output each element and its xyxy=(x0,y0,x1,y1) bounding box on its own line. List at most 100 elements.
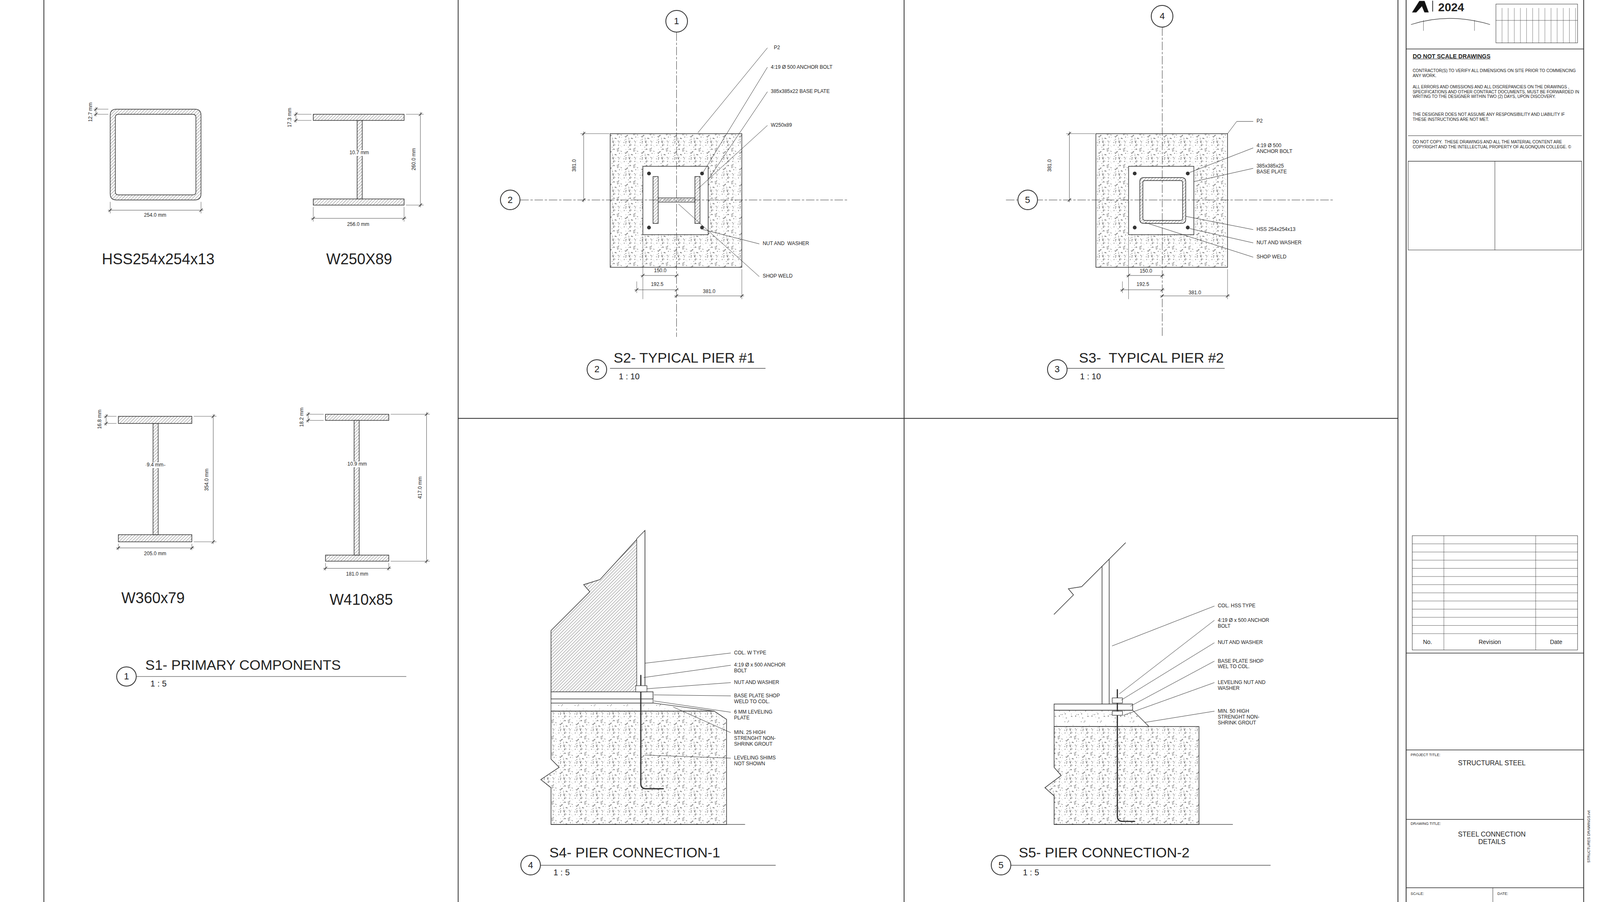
frame-line xyxy=(458,417,1399,419)
dimension-tick xyxy=(104,421,108,425)
logo-bridge xyxy=(1474,20,1475,31)
dimension-tick xyxy=(402,216,406,220)
drawing-label: NUT AND WASHER xyxy=(733,679,780,686)
leader-line xyxy=(1119,620,1215,694)
drawing-label: LEVELING NUT AND WASHER xyxy=(1217,679,1273,692)
leader-line xyxy=(678,204,760,277)
detail-marker: 2 xyxy=(586,359,608,380)
titleblock-line xyxy=(1408,135,1582,136)
extension-line xyxy=(580,133,610,134)
drawing-label: 260.0 mm xyxy=(411,147,418,171)
drawing-label: NUT AND WASHER xyxy=(1217,639,1264,646)
column-wall xyxy=(1101,566,1103,704)
drawing-label: BASE PLATE SHOP WEL TO COL. xyxy=(1217,658,1273,670)
revision-row xyxy=(1412,584,1578,585)
leader-line xyxy=(1130,660,1215,706)
drawing-label: 16.8 mm xyxy=(97,409,103,430)
grid-bubble: 2 xyxy=(500,189,521,210)
extension-line xyxy=(312,207,314,222)
anchor-bolt xyxy=(647,225,651,230)
grid-line xyxy=(520,199,848,200)
drawing-label: 254.0 mm xyxy=(143,212,167,219)
extension-line xyxy=(200,202,202,214)
drawing-label: ALL ERRORS AND OMISSIONS AND ALL DISCREP… xyxy=(1412,84,1580,100)
drawing-label: 381.0 xyxy=(1188,290,1202,296)
dimension-line xyxy=(311,217,407,219)
detail-marker: 5 xyxy=(990,854,1012,875)
drawing-label: W250X89 xyxy=(325,250,393,268)
dimension-line xyxy=(108,210,204,211)
beam-flange xyxy=(325,414,389,421)
dimension-line xyxy=(674,295,745,296)
logo-bridge xyxy=(1423,20,1424,31)
drawing-label: DATE: xyxy=(1497,891,1509,896)
concrete-pier xyxy=(610,133,742,268)
revision-row xyxy=(1412,592,1578,593)
logo-mark xyxy=(1412,0,1429,13)
dimension-tick xyxy=(108,208,112,212)
dimension-tick xyxy=(419,112,423,116)
leader-line xyxy=(708,91,768,180)
drawing-label: DO NOT SCALE DRAWINGS xyxy=(1412,52,1491,60)
dimension-tick xyxy=(635,288,639,292)
leader-line xyxy=(1190,147,1254,173)
titleblock-line xyxy=(1406,652,1584,653)
grid-line xyxy=(676,32,677,337)
drawing-label: BASE PLATE SHOP WELD TO COL. xyxy=(733,692,789,705)
drawing-label: 385x385x25 BASE PLATE xyxy=(1256,163,1297,176)
dimension-tick xyxy=(199,208,203,212)
drawing-label: W410x85 xyxy=(329,591,394,609)
revision-row xyxy=(1412,551,1578,553)
dimension-tick xyxy=(675,274,678,278)
drawing-label: COL. HSS TYPE xyxy=(1217,602,1256,609)
dimension-tick xyxy=(94,107,98,111)
marker-number: 2 xyxy=(594,364,600,375)
base-plate xyxy=(1128,166,1195,235)
drawing-label: 1 : 5 xyxy=(150,678,168,689)
extension-line xyxy=(403,207,405,222)
dimension-tick xyxy=(675,288,678,292)
drawing-label: HSS 254x254x13 xyxy=(1256,226,1296,233)
anchor-bolt xyxy=(1117,689,1135,822)
beam-web xyxy=(152,423,158,535)
dimension-tick xyxy=(117,546,120,550)
drawing-label: STRUCTURES DRAWINGS.rvt xyxy=(1586,809,1591,863)
titleblock-line xyxy=(1494,161,1495,250)
revision-row xyxy=(1412,543,1578,544)
dimension-tick xyxy=(425,412,428,416)
leader-line xyxy=(1112,605,1215,646)
title-underline xyxy=(136,675,407,677)
revision-row xyxy=(1412,567,1578,569)
drawing-label: W250x89 xyxy=(770,122,793,129)
dimension-line xyxy=(426,412,427,563)
concrete-pier xyxy=(1045,726,1200,825)
extension-line xyxy=(1227,269,1228,299)
drawing-label: P2 xyxy=(1256,118,1264,125)
ground-line xyxy=(550,823,745,825)
drawing-label: 6 MM LEVELING PLATE xyxy=(733,709,789,721)
detail-marker: 1 xyxy=(116,666,137,687)
leader-line xyxy=(702,67,768,173)
leader-line xyxy=(1145,710,1215,723)
drawing-label: CONTRACTOR(S) TO VERIFY ALL DIMENSIONS O… xyxy=(1412,68,1580,78)
drawing-label: 10.9 mm xyxy=(347,461,368,468)
drawing-label: 150.0 xyxy=(1139,268,1153,275)
leveling-plate xyxy=(550,698,653,703)
dimension-line xyxy=(1160,295,1230,296)
anchor-bolt xyxy=(1132,225,1137,230)
leader-line xyxy=(1190,228,1254,243)
beam-web xyxy=(354,420,360,555)
grout-bed xyxy=(550,702,715,712)
marker-number: 3 xyxy=(1054,364,1060,375)
dimension-tick xyxy=(425,559,428,563)
illustration xyxy=(43,0,1584,902)
leader-line xyxy=(697,47,768,133)
logo-building xyxy=(1495,20,1578,21)
base-plate xyxy=(642,166,709,235)
anchor-bolt xyxy=(640,675,664,789)
dimension-tick xyxy=(1160,294,1164,298)
leader-line xyxy=(1227,121,1253,134)
drawing-label: 381.0 xyxy=(702,288,716,295)
extension-line xyxy=(118,543,119,550)
